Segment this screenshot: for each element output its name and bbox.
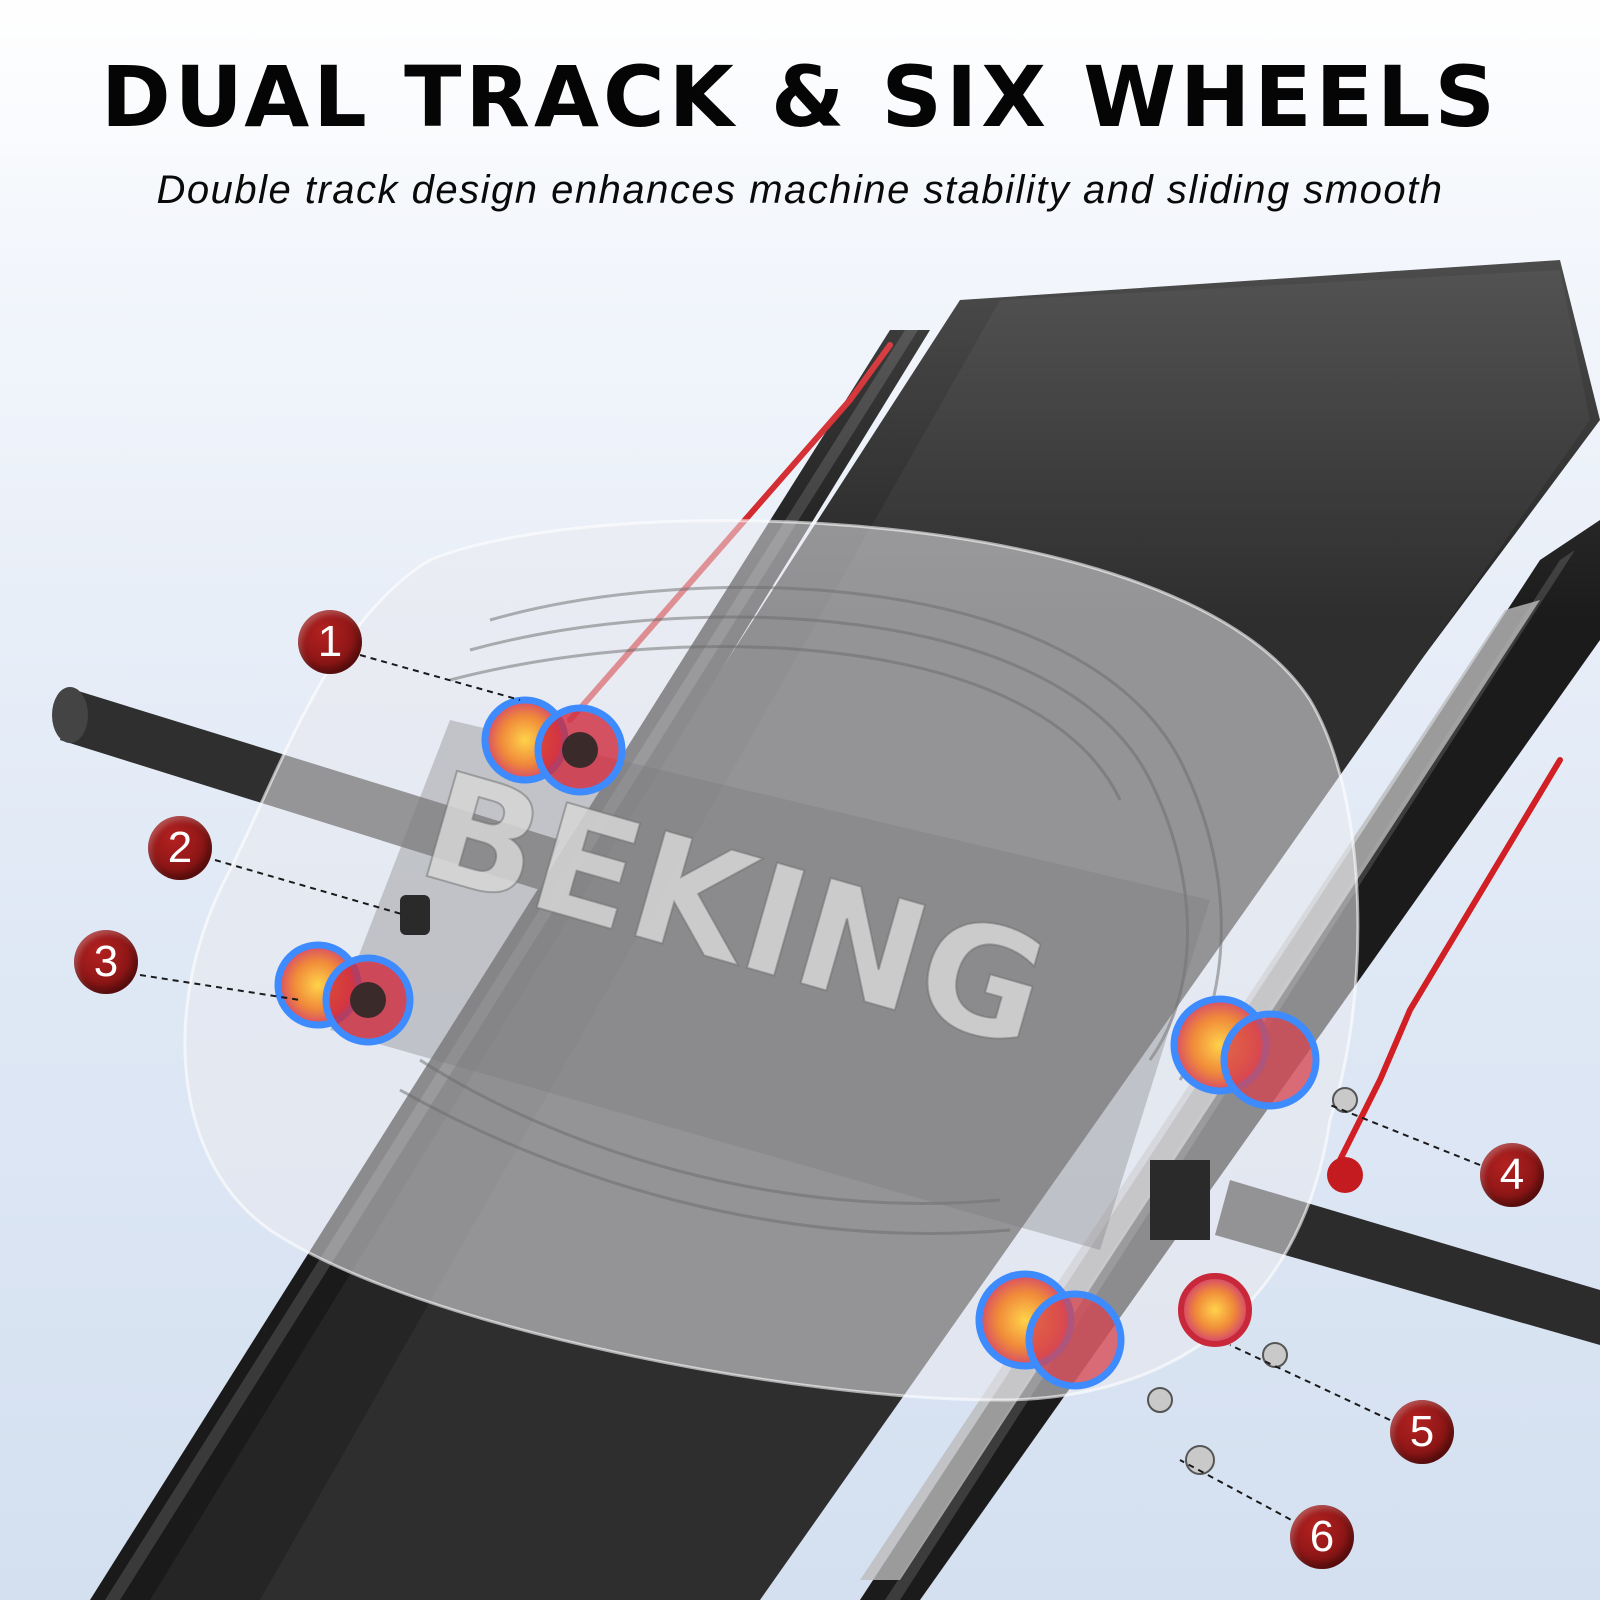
page-title: DUAL TRACK & SIX WHEELS: [100, 48, 1500, 146]
callout-1: 1: [298, 610, 362, 674]
page-subtitle: Double track design enhances machine sta…: [156, 168, 1444, 212]
wheel-3: [274, 941, 414, 1046]
leader-lines: [139, 654, 1481, 1531]
callout-4: 4: [1480, 1143, 1544, 1207]
wheel-6: [975, 1270, 1125, 1390]
wheel-4: [1170, 995, 1320, 1110]
callout-3: 3: [74, 930, 138, 994]
wheel-1: [481, 696, 626, 796]
callout-5: 5: [1390, 1400, 1454, 1464]
wheel-5: [1150, 1160, 1252, 1347]
callout-6: 6: [1290, 1505, 1354, 1569]
wheel-2: [400, 895, 430, 935]
sliding-carriage: BEKING: [183, 519, 1360, 1402]
callout-2: 2: [148, 816, 212, 880]
